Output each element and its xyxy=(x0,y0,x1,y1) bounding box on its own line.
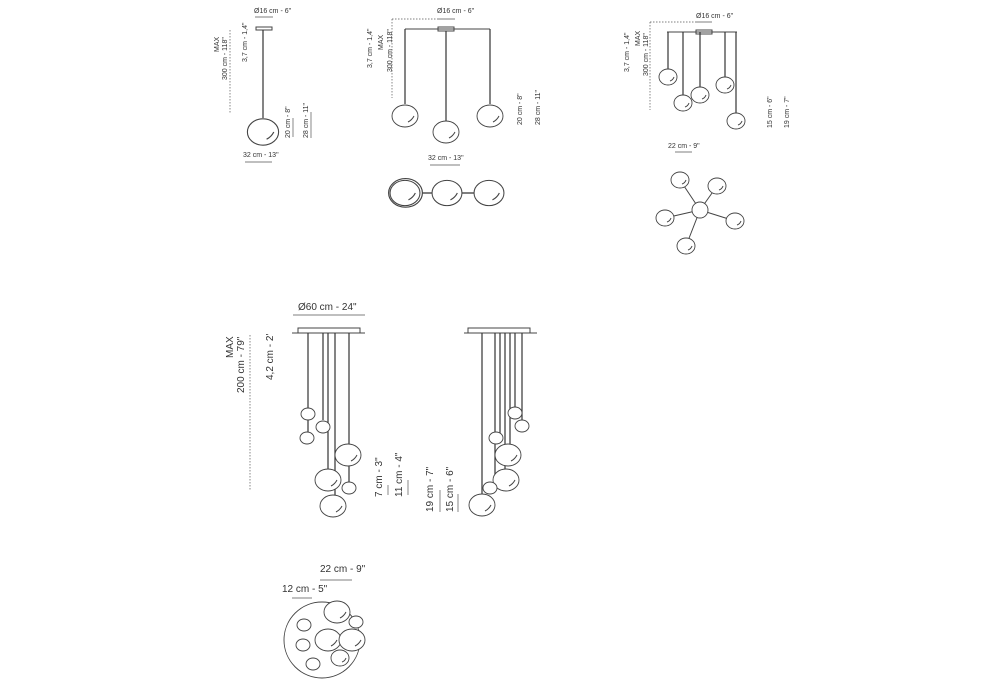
fig1-diameter: Ø16 cm - 6" xyxy=(254,8,292,15)
fig3-globe-height: 15 cm - 6" xyxy=(767,96,774,128)
fig4-max: MAX xyxy=(225,336,236,358)
fig4-small-height-1: 7 cm - 3" xyxy=(374,457,385,497)
fig2-diameter: Ø16 cm - 6" xyxy=(437,8,475,15)
fig4-canopy-height: 4,2 cm - 2' xyxy=(265,334,276,380)
fig2-globe-height: 20 cm - 8" xyxy=(517,93,524,125)
fig4-max-length: 200 cm - 79" xyxy=(236,336,247,393)
fig3-diameter: Ø16 cm - 6" xyxy=(696,13,734,20)
fig4-large-height-1: 19 cm - 7" xyxy=(425,466,436,512)
fig3-canopy-height: 3,7 cm - 1,4" xyxy=(624,32,631,72)
fig2-total-height: 28 cm - 11" xyxy=(535,89,542,125)
fig1-total-height: 28 cm - 11" xyxy=(303,102,310,138)
fig3-max: MAX xyxy=(635,31,642,47)
fig1-max: MAX xyxy=(214,37,221,53)
fig3-total-height: 19 cm - 7" xyxy=(784,96,791,128)
fig3-globe-width: 22 cm - 9" xyxy=(668,143,700,150)
fig4-diameter: Ø60 cm - 24" xyxy=(298,302,357,313)
fig4-large-globe-width: 22 cm - 9" xyxy=(320,564,366,575)
single-pendant-figure: Ø16 cm - 6" MAX 300 cm - 118" 3,7 cm - 1… xyxy=(214,8,312,163)
fig1-max-length: 300 cm - 118" xyxy=(222,37,229,80)
three-pendant-figure: Ø16 cm - 6" 3,7 cm - 1,4" MAX 300 cm - 1… xyxy=(367,8,542,208)
fig4-small-height-2: 11 cm - 4" xyxy=(394,452,405,497)
fig2-max: MAX xyxy=(378,35,385,51)
fig4-small-globe-width: 12 cm - 5" xyxy=(282,584,328,595)
cluster-pendant-figure: Ø60 cm - 24" MAX 200 cm - 79" 4,2 cm - 2… xyxy=(225,302,537,679)
fig1-globe-height: 20 cm - 8" xyxy=(285,106,292,138)
fig2-canopy-height: 3,7 cm - 1,4" xyxy=(367,28,374,68)
fig2-max-length: 300 cm - 118" xyxy=(387,29,394,72)
fig2-globe-width: 32 cm - 13" xyxy=(428,155,464,162)
fig4-large-height-2: 15 cm - 6" xyxy=(445,466,456,512)
fig3-max-length: 300 cm - 118" xyxy=(643,33,650,76)
fig1-globe-width: 32 cm - 13" xyxy=(243,152,279,159)
fig1-canopy-height: 3,7 cm - 1,4" xyxy=(242,22,249,62)
five-pendant-figure: Ø16 cm - 6" 3,7 cm - 1,4" MAX 300 cm - 1… xyxy=(624,13,791,255)
